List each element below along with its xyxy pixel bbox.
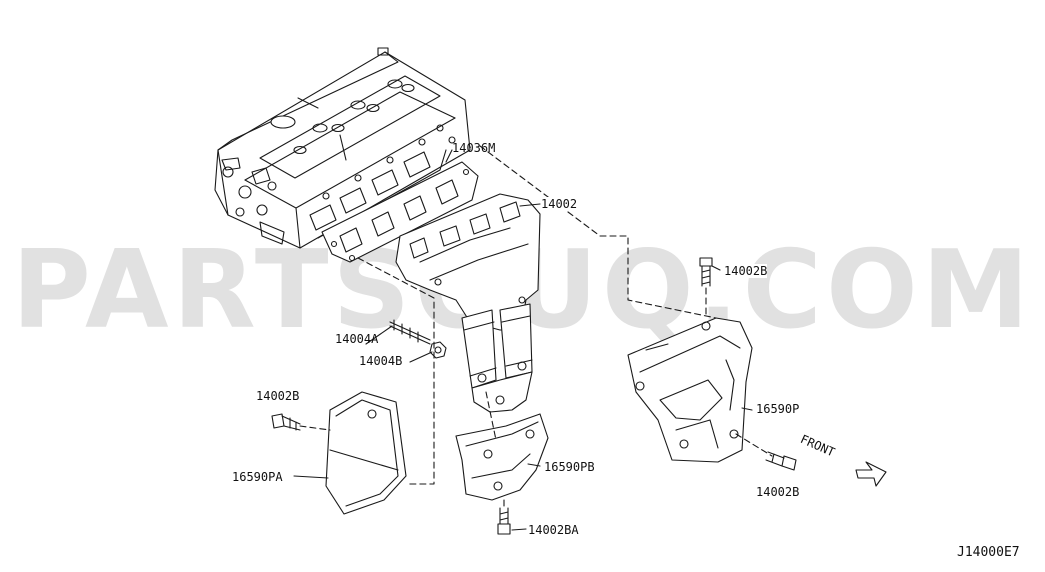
nut-14004b <box>429 341 447 359</box>
callout-14036M: 14036M <box>452 141 496 155</box>
callout-14002B-left: 14002B <box>256 389 300 403</box>
callout-16590P: 16590P <box>756 402 800 416</box>
manifold-gasket <box>321 161 479 263</box>
callout-14002BA: 14002BA <box>528 523 579 537</box>
stud-14004a <box>389 319 431 345</box>
front-direction-arrow <box>855 461 887 487</box>
leader-lines <box>293 149 753 531</box>
heat-insulator-right <box>627 317 753 463</box>
cylinder-head <box>214 47 471 249</box>
bolt-lower-right <box>765 451 797 471</box>
bolt-upper-right <box>699 257 713 287</box>
callout-16590PB: 16590PB <box>544 460 595 474</box>
callout-14002B-lower-right: 14002B <box>756 485 800 499</box>
callout-14004A: 14004A <box>335 332 379 346</box>
exhaust-manifold <box>395 193 541 413</box>
diagram-code: J14000E7 <box>957 545 1020 560</box>
callout-14004B: 14004B <box>359 354 403 368</box>
bolt-lower <box>497 507 511 535</box>
callout-16590PA: 16590PA <box>232 470 283 484</box>
bolt-left <box>271 413 301 431</box>
callout-14002B-upper-right: 14002B <box>724 264 768 278</box>
heat-insulator-lower <box>455 413 549 501</box>
heat-insulator-left <box>325 391 407 515</box>
callout-14002: 14002 <box>541 197 578 211</box>
